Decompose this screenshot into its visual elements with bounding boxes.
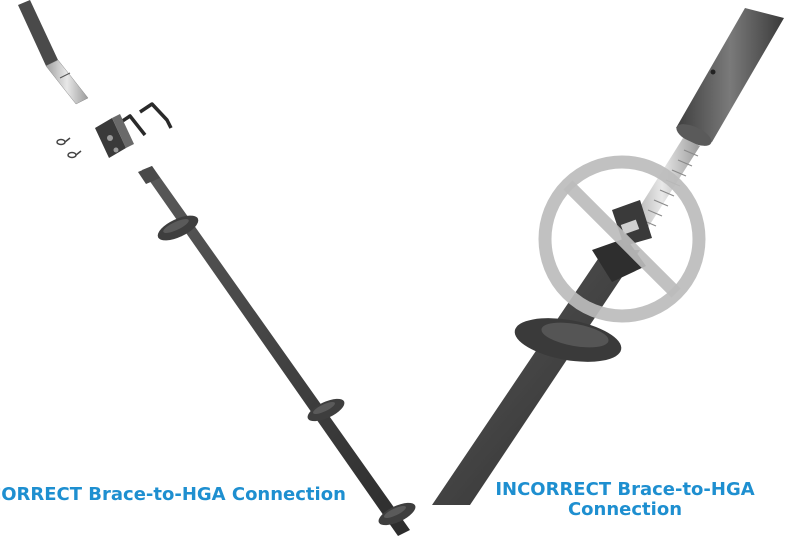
- brace-tube: [673, 8, 784, 150]
- hex-key-right: [140, 104, 171, 128]
- brace-tube: [18, 0, 88, 104]
- clevis-pin-upper: [57, 138, 70, 145]
- coupler-block: [95, 114, 134, 158]
- anchor-shaft: [432, 250, 640, 505]
- incorrect-connection-caption: INCORRECT Brace-to-HGA Connection: [480, 480, 770, 520]
- no-symbol-icon: [545, 162, 699, 316]
- correct-connection-caption: CORRECT Brace-to-HGA Connection: [0, 485, 378, 505]
- clevis-pin-lower: [68, 151, 81, 158]
- incorrect-assembly-diagram: [432, 8, 784, 505]
- correct-assembly-diagram: [18, 0, 419, 536]
